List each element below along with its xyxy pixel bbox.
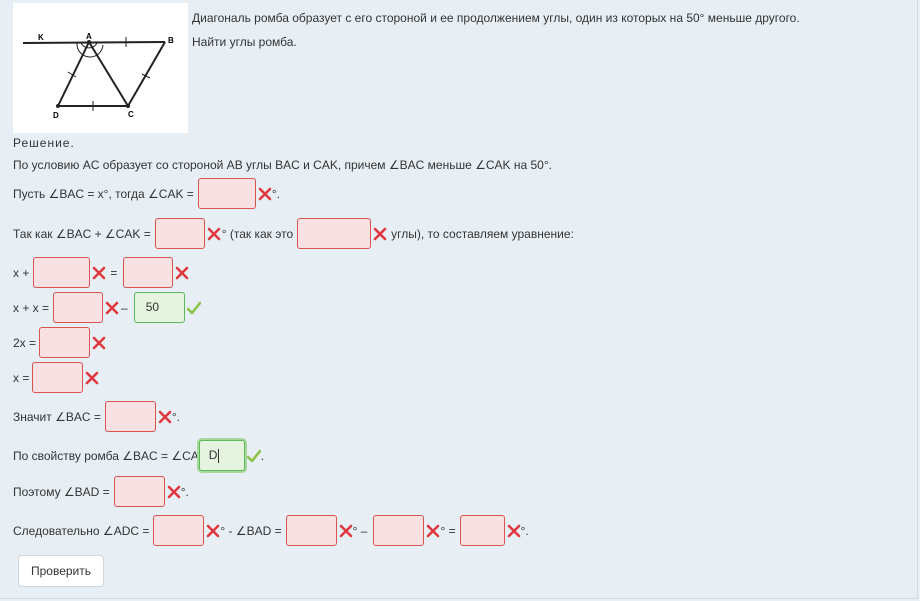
answer-input-cak[interactable]: [197, 178, 256, 209]
step-2-suffix: углы), то составляем уравнение:: [391, 226, 574, 241]
answer-input-adc-1[interactable]: [153, 515, 205, 546]
answer-input-adc-3[interactable]: [373, 515, 425, 546]
answer-input-equals[interactable]: [123, 257, 174, 288]
answer-input-angle-type[interactable]: [297, 218, 372, 249]
rhombus-figure: K A B D C: [13, 3, 188, 133]
task-text-line-2: Найти углы ромба.: [192, 35, 297, 49]
step-10-suffix: °.: [520, 523, 529, 538]
step-1-suffix: °.: [271, 186, 280, 201]
cross-icon: [105, 301, 119, 314]
answer-input-fifty[interactable]: 50: [133, 292, 185, 323]
step-1: Пусть ∠BAC = x°, тогда ∠CAK = °.: [13, 178, 280, 209]
cross-icon: [373, 227, 387, 240]
condition-label: По условию AC образует со стороной AB уг…: [13, 158, 552, 172]
step-7-label: Значит ∠BAC =: [13, 409, 101, 424]
cross-icon: [176, 266, 189, 279]
step-4-label: x + x =: [13, 300, 50, 315]
check-icon: [246, 449, 261, 462]
cross-icon: [158, 410, 172, 423]
angle-arc-1: [80, 42, 98, 49]
step-5-label: 2x =: [13, 335, 37, 350]
cross-icon: [507, 524, 520, 537]
answer-input-x-plus-x[interactable]: [53, 292, 104, 323]
point-c: [126, 104, 130, 108]
label-d: D: [53, 111, 59, 120]
step-8-suffix: .: [260, 448, 265, 463]
step-3-equals: =: [110, 265, 118, 280]
step-5: 2x =: [13, 327, 106, 358]
step-3: x + =: [13, 257, 189, 288]
answer-input-adc-4[interactable]: [459, 515, 505, 546]
step-10: Следовательно ∠ADC = ° - ∠BAD = ° – ° = …: [13, 515, 529, 546]
point-d: [56, 104, 60, 108]
label-b: B: [168, 36, 174, 45]
step-2-middle: ° (так как это: [221, 226, 294, 241]
cross-icon: [86, 371, 99, 384]
step-10-part-3: ° =: [440, 523, 456, 538]
task-text-line-1: Диагональ ромба образует с его стороной …: [192, 11, 800, 25]
answer-input-adc-2[interactable]: [285, 515, 337, 546]
step-10-label: Следовательно ∠ADC =: [13, 523, 150, 538]
step-9: Поэтому ∠BAD = °.: [13, 476, 189, 507]
step-9-label: Поэтому ∠BAD =: [13, 484, 110, 499]
cross-icon: [167, 485, 180, 498]
step-6-label: x =: [13, 370, 30, 385]
tick-cb: [141, 73, 151, 79]
check-button[interactable]: Проверить: [18, 555, 104, 587]
step-2-label: Так как ∠BAC + ∠CAK =: [13, 226, 151, 241]
step-10-part-1: ° - ∠BAD =: [220, 523, 282, 538]
step-6: x =: [13, 362, 99, 393]
step-3-label: x +: [13, 265, 30, 280]
tick-ad: [67, 71, 77, 78]
cross-icon: [258, 187, 272, 200]
step-7-suffix: °.: [171, 409, 180, 424]
cross-icon: [427, 524, 440, 537]
answer-input-2x[interactable]: [39, 327, 91, 358]
angle-arc-2: [76, 42, 104, 58]
answer-input-x[interactable]: [32, 362, 84, 393]
cross-icon: [93, 266, 106, 279]
step-2: Так как ∠BAC + ∠CAK = ° (так как это угл…: [13, 218, 574, 249]
step-10-part-2: ° –: [352, 523, 368, 538]
solution-heading: Решение.: [13, 136, 75, 150]
step-9-suffix: °.: [180, 484, 189, 499]
triangle-adc: [56, 41, 130, 107]
step-8-label: По свойству ромба ∠BAC = ∠CA: [13, 448, 199, 463]
text-caret: [218, 448, 220, 463]
label-k: K: [38, 33, 44, 42]
check-icon: [186, 301, 201, 314]
step-4: x + x = – 50: [13, 292, 201, 323]
answer-input-cad[interactable]: D: [198, 440, 245, 471]
cross-icon: [339, 524, 352, 537]
step-1-label: Пусть ∠BAC = x°, тогда ∠CAK =: [13, 186, 194, 201]
step-4-minus: –: [121, 300, 128, 315]
side-cb: [127, 41, 166, 107]
step-7: Значит ∠BAC = °.: [13, 401, 180, 432]
answer-input-sum[interactable]: [154, 218, 205, 249]
cross-icon: [207, 227, 221, 240]
point-a: [87, 40, 91, 44]
line-kb: [22, 41, 166, 44]
answer-input-x-plus[interactable]: [33, 257, 91, 288]
condition-text: По условию AC образует со стороной AB уг…: [13, 158, 552, 172]
answer-input-cad-value: D: [208, 448, 218, 462]
answer-input-bad[interactable]: [113, 476, 165, 507]
cross-icon: [207, 524, 220, 537]
step-8: По свойству ромба ∠BAC = ∠CA D .: [13, 440, 264, 471]
cross-icon: [92, 336, 106, 349]
answer-input-bac[interactable]: [104, 401, 156, 432]
label-a: A: [86, 32, 92, 41]
rhombus-drawing: K A B D C: [22, 32, 174, 120]
label-c: C: [128, 110, 134, 119]
